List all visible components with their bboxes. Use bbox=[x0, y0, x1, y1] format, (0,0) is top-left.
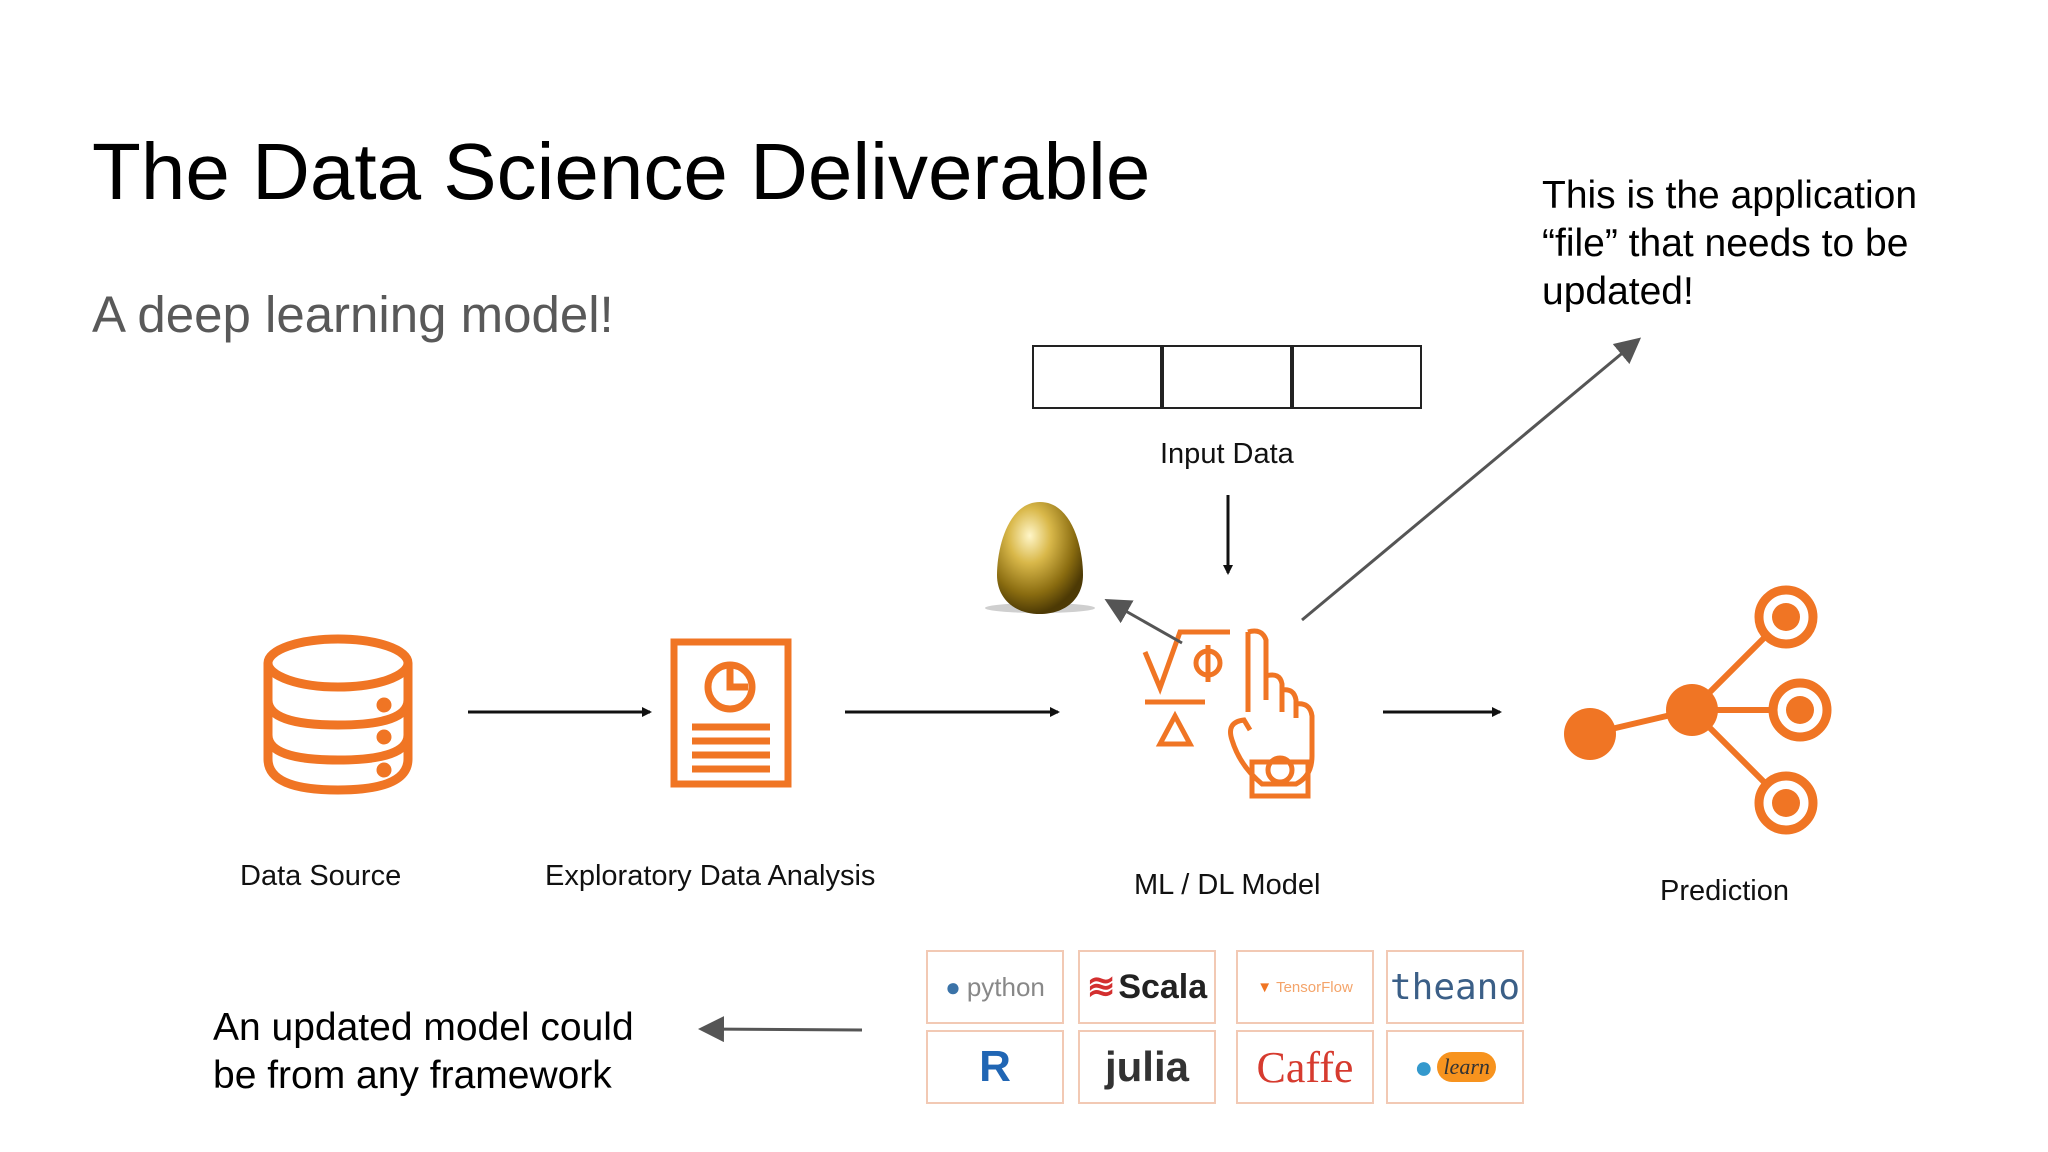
framework-name: R bbox=[979, 1042, 1011, 1091]
framework-name: Caffe bbox=[1256, 1042, 1354, 1092]
input-data-label: Input Data bbox=[1160, 438, 1294, 470]
stage-label-model: ML / DL Model bbox=[1134, 869, 1321, 901]
golden-egg-icon bbox=[985, 502, 1095, 614]
application-file-note: This is the application “file” that need… bbox=[1542, 172, 1917, 316]
julia-logo: julia bbox=[1078, 1030, 1216, 1104]
report-icon bbox=[670, 638, 792, 788]
slide-title: The Data Science Deliverable bbox=[92, 127, 1151, 216]
note-line: An updated model could bbox=[213, 1006, 634, 1049]
framework-name: julia bbox=[1104, 1043, 1190, 1090]
framework-note: An updated model could be from any frame… bbox=[213, 1004, 634, 1100]
note-line: This is the application bbox=[1542, 174, 1918, 217]
file-note-arrow bbox=[1301, 337, 1642, 622]
scala-logo: ≋Scala bbox=[1078, 950, 1216, 1024]
tensorflow-logo: ▼TensorFlow bbox=[1236, 950, 1374, 1024]
note-line: be from any framework bbox=[213, 1054, 612, 1097]
r-logo: R bbox=[926, 1030, 1064, 1104]
input-data-cell bbox=[1032, 345, 1162, 409]
egg-arrow bbox=[1104, 599, 1183, 645]
framework-name: TensorFlow bbox=[1276, 978, 1353, 996]
caffe-logo: Caffe bbox=[1236, 1030, 1374, 1104]
python-logo: ●python bbox=[926, 950, 1064, 1024]
theano-logo: theano bbox=[1386, 950, 1524, 1024]
framework-name: python bbox=[966, 971, 1045, 1002]
model-hand-icon bbox=[1142, 628, 1315, 799]
framework-arrow bbox=[698, 1016, 863, 1043]
stage-label-data-source: Data Source bbox=[240, 860, 402, 892]
note-line: “file” that needs to be bbox=[1542, 222, 1909, 265]
framework-name: learn bbox=[1437, 1052, 1496, 1082]
framework-name: Scala bbox=[1118, 967, 1208, 1006]
input-data-cell bbox=[1162, 345, 1292, 409]
database-icon bbox=[263, 634, 413, 795]
stage-label-prediction: Prediction bbox=[1660, 875, 1789, 907]
slide-subtitle: A deep learning model! bbox=[92, 286, 614, 343]
framework-name: theano bbox=[1389, 966, 1521, 1008]
network-node-icon bbox=[1564, 585, 1832, 835]
input-data-cell bbox=[1292, 345, 1422, 409]
scikit-learn-logo: ●learn bbox=[1386, 1030, 1524, 1104]
stage-label-eda: Exploratory Data Analysis bbox=[545, 860, 876, 892]
note-line: updated! bbox=[1542, 270, 1694, 313]
